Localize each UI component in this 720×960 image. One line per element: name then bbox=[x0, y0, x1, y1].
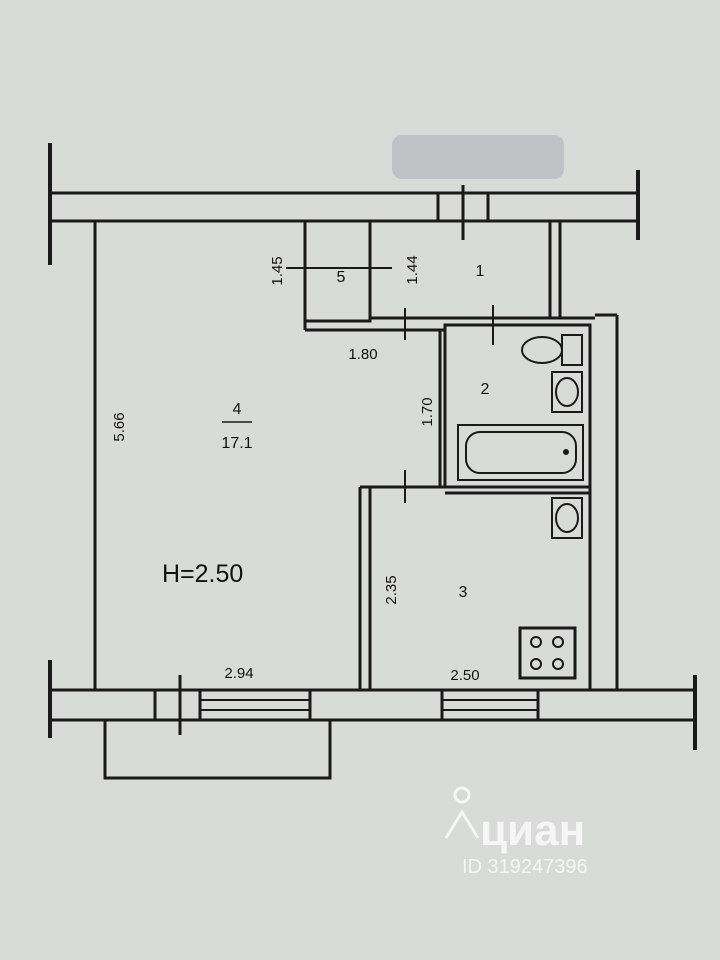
toilet bbox=[521, 334, 583, 366]
stove-burner-2 bbox=[552, 636, 564, 648]
dim-closet-length: 1.45 bbox=[269, 256, 286, 285]
watermark-id: ID 319247396 bbox=[462, 856, 588, 878]
stove-burner-3 bbox=[530, 658, 542, 670]
kitchen-sink-bowl bbox=[555, 503, 579, 533]
stove-body bbox=[518, 626, 577, 680]
watermark-brand: циан bbox=[480, 806, 585, 855]
stove bbox=[518, 626, 577, 680]
blurred-blot bbox=[392, 135, 564, 179]
bottom-wall-1 bbox=[48, 688, 157, 722]
walls bbox=[48, 143, 697, 780]
room5-number: 5 bbox=[337, 269, 346, 286]
fixtures bbox=[457, 334, 584, 680]
toilet-bowl bbox=[521, 336, 563, 364]
kitchen-sink-frame bbox=[551, 497, 583, 539]
dim-kitchen-width: 2.50 bbox=[450, 667, 479, 684]
door-marks bbox=[286, 267, 494, 503]
bathtub-outer bbox=[457, 424, 584, 481]
bathroom-sink-frame bbox=[551, 371, 583, 413]
bathtub bbox=[457, 424, 584, 481]
kitchen-sink bbox=[551, 497, 583, 539]
bathroom-sink-bowl bbox=[555, 377, 579, 407]
balcony bbox=[103, 720, 332, 780]
room2-number: 2 bbox=[481, 381, 490, 398]
room4-area: 17.1 bbox=[221, 435, 252, 452]
map-pin-icon bbox=[444, 786, 480, 839]
window-room4 bbox=[198, 688, 312, 722]
dim-room4-width: 2.94 bbox=[224, 665, 253, 682]
window-room3 bbox=[440, 688, 540, 722]
dim-room4-top: 1.80 bbox=[348, 346, 377, 363]
ceiling-height: H=2.50 bbox=[162, 560, 243, 588]
bathroom-sink bbox=[551, 371, 583, 413]
dim-room4-length: 5.66 bbox=[111, 412, 128, 441]
room4-number: 4 bbox=[233, 401, 242, 418]
closet-walls bbox=[303, 219, 372, 323]
top-wall-left bbox=[48, 191, 440, 223]
watermark: циан ID 319247396 bbox=[444, 786, 588, 878]
dim-room1-width: 1.44 bbox=[404, 255, 421, 284]
stove-burner-4 bbox=[552, 658, 564, 670]
stove-burner-1 bbox=[530, 636, 542, 648]
room3-number: 3 bbox=[459, 584, 468, 601]
room1-number: 1 bbox=[476, 263, 485, 280]
bathtub-drain bbox=[563, 449, 569, 455]
bottom-windows bbox=[198, 688, 540, 722]
dim-kitchen-length: 2.35 bbox=[383, 575, 400, 604]
bathtub-inner bbox=[465, 431, 577, 474]
dim-room4-notch: 1.70 bbox=[419, 397, 436, 426]
